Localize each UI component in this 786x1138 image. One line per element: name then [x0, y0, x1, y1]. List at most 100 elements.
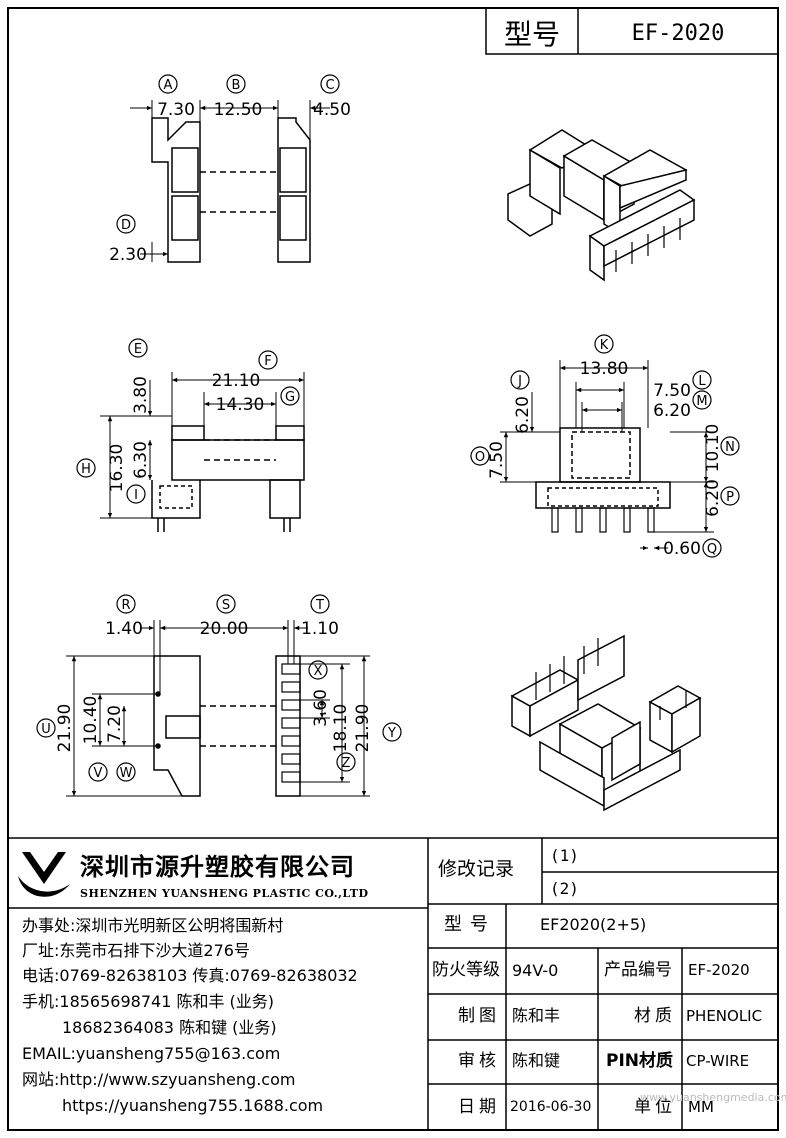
unit-label: 单位 — [634, 1097, 676, 1117]
outer-frame — [7, 7, 779, 1131]
mobile-1: 手机:18565698741 陈和丰 (业务) — [22, 992, 275, 1011]
label-letter-M: M — [696, 394, 707, 409]
label-circle-L — [692, 370, 712, 390]
title-block — [8, 837, 778, 1130]
dim-X: 3.60 — [311, 689, 331, 727]
label-letter-X: X — [314, 664, 323, 679]
label-circle-C — [320, 74, 340, 94]
label-circle-S — [216, 594, 236, 614]
dim-V: 10.40 — [81, 696, 101, 745]
label-circle-R — [116, 594, 136, 614]
label-circle-E — [128, 338, 148, 358]
revision-label: 修改记录 — [438, 858, 515, 880]
factory-address: 厂址:东莞市石排下沙大道276号 — [22, 941, 250, 960]
label-circle-Y — [382, 722, 402, 742]
info-model-label: 型号 — [444, 914, 496, 935]
label-letter-J: J — [517, 374, 522, 389]
drafter-value: 陈和丰 — [512, 1006, 561, 1025]
label-letter-T: T — [315, 598, 324, 613]
label-letter-D: D — [121, 218, 131, 233]
company-name-cn: 深圳市源升塑胶有限公司 — [80, 853, 355, 881]
label-circle-T — [310, 594, 330, 614]
pin-material-label: PIN材质 — [606, 1051, 674, 1071]
pin-material-value: CP-WIRE — [686, 1052, 750, 1070]
label-letter-L: L — [698, 374, 706, 389]
label-circle-G — [280, 386, 300, 406]
dim-W: 7.20 — [105, 705, 125, 743]
label-circle-A — [158, 74, 178, 94]
label-letter-S: S — [222, 598, 230, 613]
label-letter-N: N — [725, 440, 735, 455]
info-model-value: EF2020(2+5) — [540, 915, 647, 934]
label-circle-D — [116, 214, 136, 234]
label-circle-V — [88, 762, 108, 782]
label-letter-A: A — [164, 78, 173, 93]
bottom-view — [66, 620, 370, 797]
dim-R: 1.40 — [105, 619, 143, 639]
material-value: PHENOLIC — [686, 1007, 763, 1025]
label-letter-F: F — [264, 354, 271, 369]
mobile-2: 18682364083 陈和键 (业务) — [62, 1018, 277, 1037]
label-letter-G: G — [285, 390, 295, 405]
header-box — [485, 7, 779, 55]
dim-Z: 18.10 — [331, 704, 351, 753]
dim-T: 1.10 — [301, 619, 339, 639]
label-letter-C: C — [325, 78, 334, 93]
dim-A: 7.30 — [157, 100, 195, 120]
front-view — [500, 360, 714, 533]
label-circle-O — [470, 446, 490, 466]
label-letter-H: H — [81, 462, 91, 477]
reviewer-value: 陈和键 — [512, 1051, 561, 1070]
dim-G: 14.30 — [216, 395, 265, 415]
label-circle-M — [692, 390, 712, 410]
label-letter-K: K — [600, 338, 609, 353]
isometric-view-top — [507, 129, 696, 282]
label-letter-Y: Y — [387, 726, 396, 741]
material-label: 材质 — [634, 1006, 676, 1026]
revision-2: (2) — [550, 879, 579, 898]
dim-H: 16.30 — [107, 444, 127, 493]
dim-Y: 21.90 — [353, 704, 373, 753]
isometric-view-bottom — [510, 634, 702, 812]
label-circle-U — [36, 718, 56, 738]
label-circle-N — [720, 436, 740, 456]
label-circle-B — [226, 74, 246, 94]
header-model-value: EF-2020 — [632, 21, 725, 46]
fire-rating-label: 防火等级 — [432, 960, 500, 980]
label-circle-W — [116, 762, 136, 782]
dim-S: 20.00 — [200, 619, 249, 639]
label-letter-R: R — [121, 598, 130, 613]
label-letter-E: E — [134, 342, 142, 357]
unit-value: MM — [688, 1098, 714, 1116]
watermark: www.yuanshengmedia.com — [640, 1091, 786, 1104]
label-circle-H — [76, 458, 96, 478]
header-model-label: 型号 — [504, 18, 560, 51]
website-1[interactable]: 网站:http://www.szyuansheng.com — [22, 1070, 296, 1089]
dim-B: 12.50 — [214, 100, 263, 120]
label-circle-F — [258, 350, 278, 370]
dim-Q: 0.60 — [663, 539, 701, 559]
website-2[interactable]: https://yuansheng755.1688.com — [62, 1096, 324, 1115]
phone-fax: 电话:0769-82638103 传真:0769-82638032 — [22, 966, 358, 985]
email[interactable]: EMAIL:yuansheng755@163.com — [22, 1044, 281, 1063]
label-letter-P: P — [726, 490, 734, 505]
label-letter-W: W — [120, 766, 133, 781]
company-logo — [18, 852, 70, 897]
dim-O: 7.50 — [487, 441, 507, 479]
dim-I: 6.30 — [131, 441, 151, 479]
top-view — [151, 100, 311, 263]
reviewer-label: 审核 — [458, 1051, 500, 1071]
dim-C: 4.50 — [313, 100, 351, 120]
dim-E: 3.80 — [131, 376, 151, 414]
label-circle-Q — [702, 538, 722, 558]
date-label: 日期 — [458, 1097, 500, 1117]
dim-U: 21.90 — [55, 704, 75, 753]
label-letter-V: V — [94, 766, 103, 781]
office-address: 办事处:深圳市光明新区公明将围新村 — [22, 916, 284, 935]
label-letter-B: B — [232, 78, 241, 93]
product-code-label: 产品编号 — [604, 960, 672, 980]
label-circle-K — [594, 334, 614, 354]
dim-P: 6.20 — [703, 479, 723, 517]
